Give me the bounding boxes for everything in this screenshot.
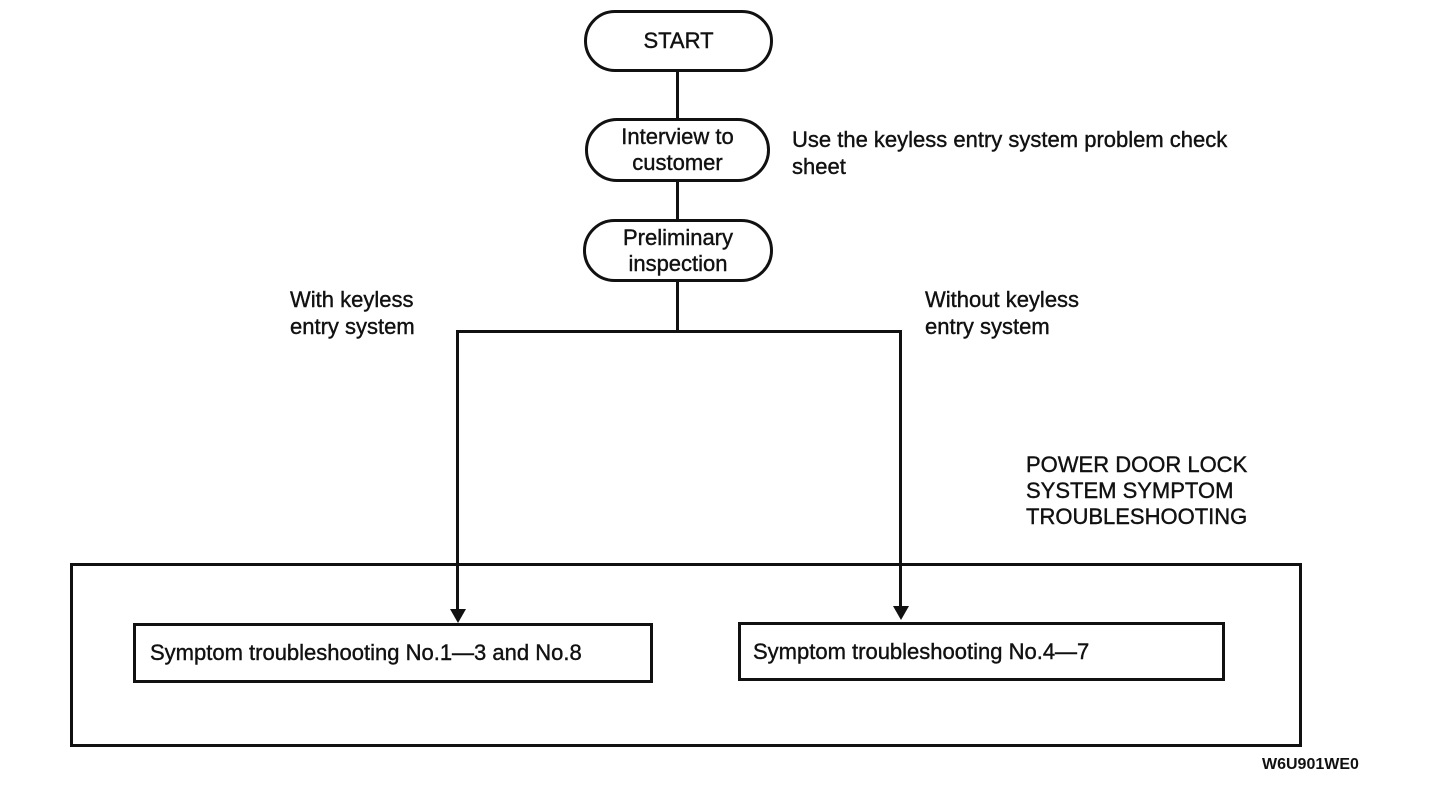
branch-label-without-keyless: Without keyless entry system <box>925 287 1080 339</box>
arrow-down-icon <box>893 606 909 620</box>
interview-note: Use the keyless entry system problem che… <box>792 127 1228 179</box>
outcome-box-left: Symptom troubleshooting No.1—3 and No.8 <box>133 623 653 683</box>
node-preliminary: Preliminary inspection <box>583 219 773 282</box>
node-start: START <box>584 10 773 72</box>
connector-start-interview <box>676 70 679 120</box>
branch-horizontal-line <box>456 330 902 333</box>
branch-right-line <box>899 330 902 608</box>
arrow-down-icon <box>450 609 466 623</box>
node-interview-label: Interview to customer <box>621 124 734 175</box>
power-door-lock-annotation: POWER DOOR LOCK SYSTEM SYMPTOM TROUBLESH… <box>1026 452 1248 529</box>
connector-interview-preliminary <box>676 180 679 221</box>
outcome-left-label: Symptom troubleshooting No.1—3 and No.8 <box>150 640 582 665</box>
figure-code: W6U901WE0 <box>1262 756 1359 773</box>
branch-left-line <box>456 330 459 611</box>
connector-preliminary-branch <box>676 280 679 333</box>
outcome-box-right: Symptom troubleshooting No.4—7 <box>738 622 1225 681</box>
branch-label-with-keyless: With keyless entry system <box>290 287 415 339</box>
outcome-right-label: Symptom troubleshooting No.4—7 <box>753 638 1090 664</box>
node-interview: Interview to customer <box>585 118 770 182</box>
node-preliminary-label: Preliminary inspection <box>622 224 734 276</box>
node-start-label: START <box>643 28 714 53</box>
